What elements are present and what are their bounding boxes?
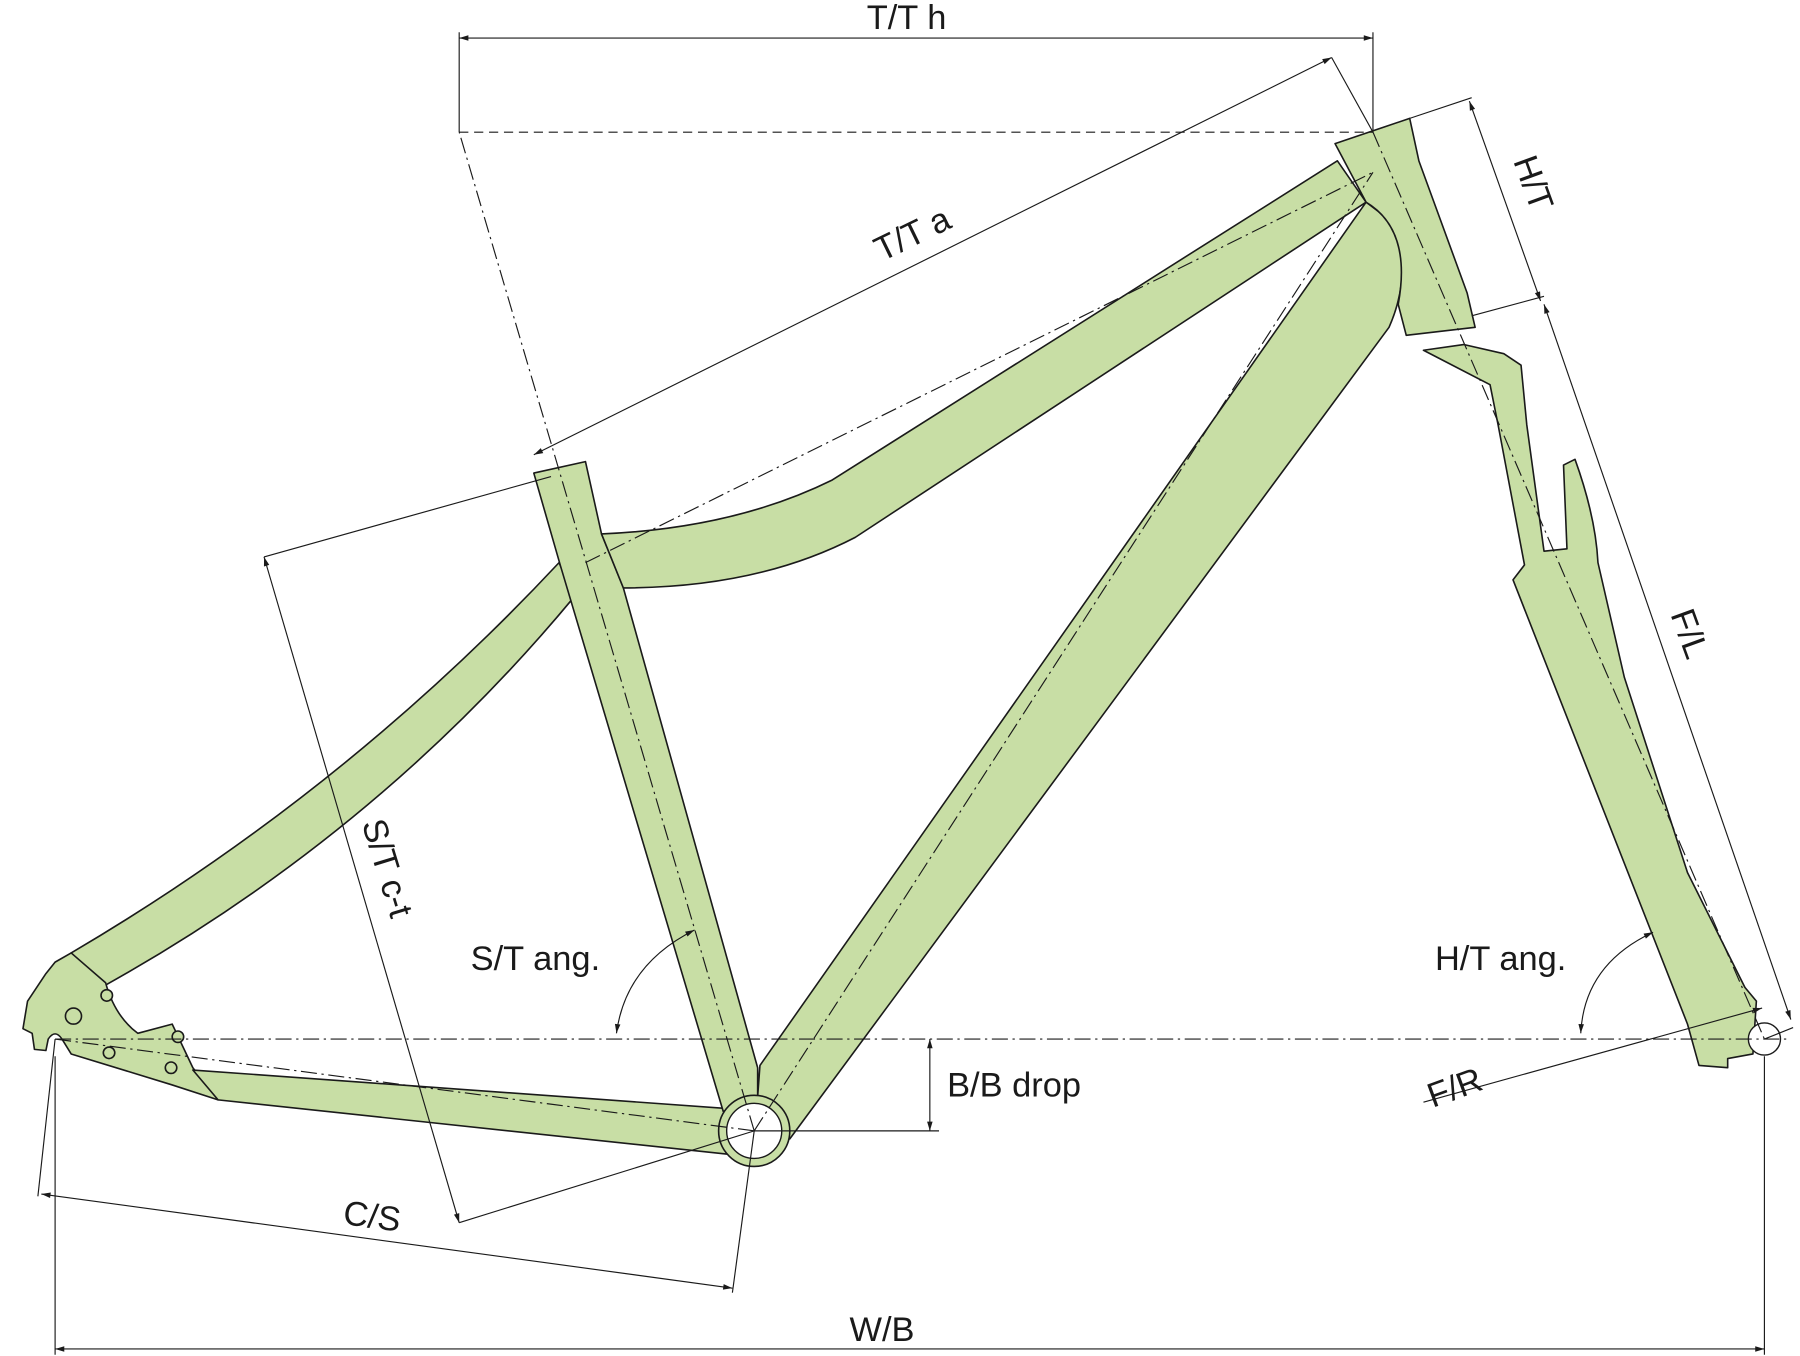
label-bb-drop: B/B drop (947, 1066, 1081, 1104)
label-seat-tube-angle: S/T ang. (471, 940, 601, 978)
label-top-tube-actual: T/T a (868, 200, 957, 269)
label-fork-rake: F/R (1422, 1061, 1487, 1116)
dimensions (37, 32, 1794, 1355)
seat-tube (532, 460, 759, 1113)
seat-stay (70, 561, 575, 986)
label-head-tube: H/T (1505, 151, 1560, 216)
labels: T/T h T/T a H/T F/L S/T c-t S/T ang. H/T… (341, 0, 1715, 1349)
dropout-hole (171, 1030, 185, 1044)
label-head-tube-angle: H/T ang. (1435, 940, 1566, 978)
head-tube (1334, 117, 1476, 337)
dropout-hole (164, 1061, 178, 1075)
label-fork-length: F/L (1663, 604, 1716, 664)
chainstay (192, 1069, 736, 1156)
label-chainstay: C/S (341, 1194, 403, 1239)
label-seat-tube-ct: S/T c-t (354, 814, 420, 922)
label-top-tube-horizontal: T/T h (867, 0, 947, 37)
dropout-hole (100, 988, 114, 1002)
dropout-hole (102, 1046, 116, 1060)
dropout-hole (64, 1007, 83, 1025)
label-wheelbase: W/B (849, 1311, 914, 1349)
centerlines (55, 131, 1791, 1132)
frame (22, 117, 1782, 1168)
